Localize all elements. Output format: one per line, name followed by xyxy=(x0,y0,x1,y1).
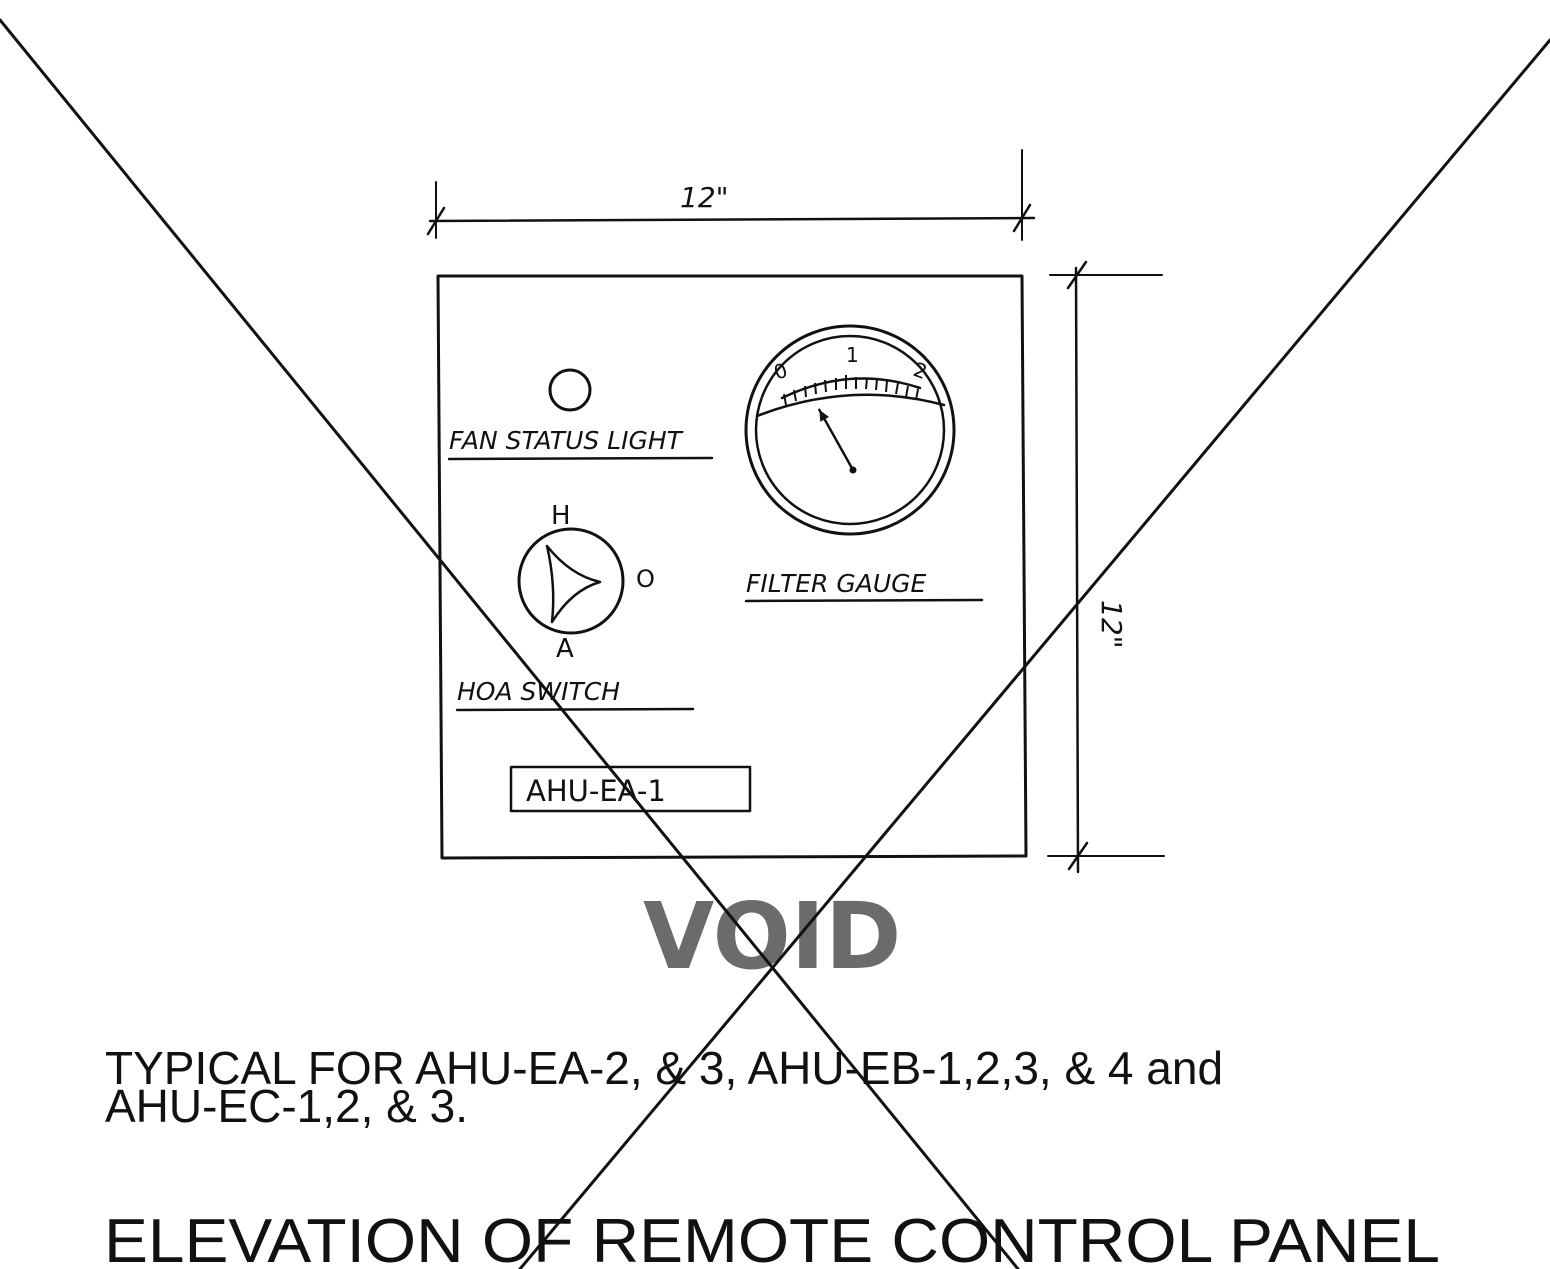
fan-status-light xyxy=(548,368,592,412)
filter-gauge-label: FILTER GAUGE xyxy=(746,569,927,598)
hoa-switch: H O A xyxy=(517,501,655,664)
fan-status-underline xyxy=(447,456,714,461)
gauge-scale-min: 0 xyxy=(771,358,791,385)
nameplate-frame xyxy=(509,765,752,813)
drawing-title: ELEVATION OF REMOTE CONTROL PANEL xyxy=(104,1207,1440,1269)
hoa-switch-underline xyxy=(455,707,695,712)
gauge-needle-tip xyxy=(819,409,829,422)
height-dimension-label: 12" xyxy=(1095,600,1128,649)
hoa-position-a: A xyxy=(556,634,574,664)
gauge-ticks xyxy=(783,375,919,406)
control-panel xyxy=(436,274,1028,860)
filter-gauge: 0 1 2 xyxy=(744,324,956,536)
note-line-2: AHU-EC-1,2, & 3. xyxy=(105,1080,468,1132)
gauge-pivot xyxy=(849,466,857,474)
hoa-position-o: O xyxy=(636,565,655,593)
width-dimension: 12" xyxy=(426,149,1036,241)
filter-gauge-underline xyxy=(744,598,984,603)
void-stamp: VOID xyxy=(643,883,901,990)
nameplate-text: AHU-EA-1 xyxy=(526,774,666,808)
hoa-position-h: H xyxy=(551,501,571,531)
width-dimension-label: 12" xyxy=(680,181,729,214)
gauge-needle xyxy=(818,408,855,472)
fan-status-label: FAN STATUS LIGHT xyxy=(449,426,684,455)
note-line-1: TYPICAL FOR AHU-EA-2, & 3, AHU-EB-1,2,3,… xyxy=(105,1042,1223,1094)
gauge-scale-mid: 1 xyxy=(846,343,859,367)
height-dimension: 12" xyxy=(1047,260,1165,874)
void-cross xyxy=(0,18,1550,1269)
